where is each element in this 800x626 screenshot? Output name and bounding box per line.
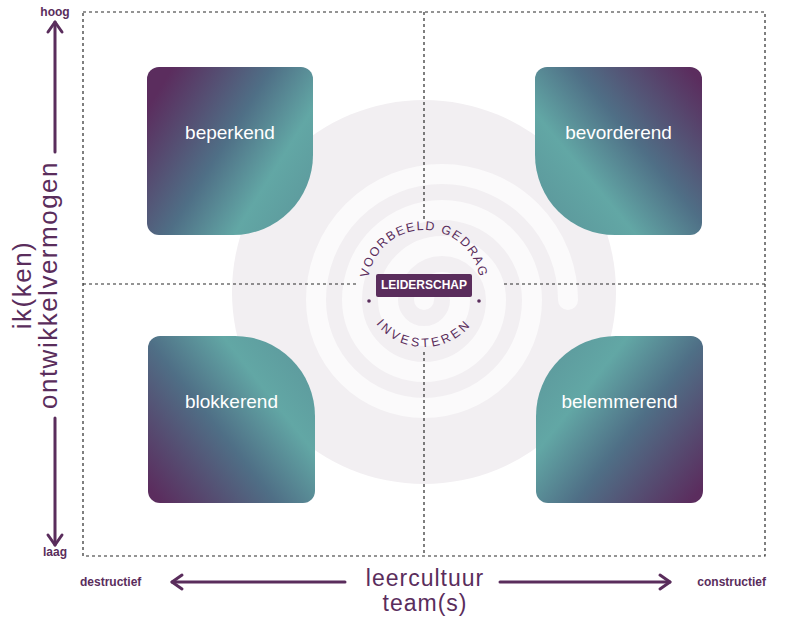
arrow-head: [48, 22, 62, 32]
quadrant-box: beperkend: [147, 67, 313, 235]
ring-dots: [367, 299, 481, 303]
ring-text-top: VOORBEELD GEDRAG: [358, 219, 491, 279]
box-outline: [535, 67, 702, 235]
quadrant-label: blokkerend: [148, 391, 315, 413]
box-shape: [536, 336, 703, 503]
quadrant-box: belemmerend: [536, 336, 703, 503]
ring-text: INVESTEREN: [374, 316, 474, 350]
box-shape: [147, 67, 313, 235]
axis-end-label: hoog: [33, 4, 77, 20]
box-outline: [147, 67, 313, 235]
quadrant-label: belemmerend: [536, 391, 703, 413]
axis-title: ik(ken) ontwikkelvermogen: [9, 155, 61, 415]
separator-dot: [477, 299, 481, 303]
grid-line: [423, 352, 424, 556]
grid-line: [504, 283, 765, 284]
grid-line: [423, 12, 424, 220]
box-shape: [148, 336, 315, 503]
axis-end-label: destructief: [80, 574, 172, 590]
arrow-head: [660, 575, 670, 589]
leadership-badge: LEIDERSCHAP: [376, 274, 472, 297]
quadrant-box: bevorderend: [535, 67, 702, 235]
watermark-spiral: [316, 174, 568, 408]
box-shape: [535, 67, 702, 235]
axis-line: [54, 418, 57, 545]
axis-title: leercultuur team(s): [350, 566, 500, 616]
box-outline: [148, 336, 315, 503]
quadrant-label: bevorderend: [535, 122, 702, 144]
arrow-head: [48, 535, 62, 545]
axis-end-label: constructief: [664, 574, 766, 590]
axis-end-label: laag: [33, 544, 77, 560]
axis-line: [54, 22, 57, 152]
ring-text: VOORBEELD GEDRAG: [358, 219, 491, 279]
arrow-head: [172, 575, 182, 589]
box-outline: [536, 336, 703, 503]
axis-line: [172, 581, 345, 584]
quadrant-grid: [83, 12, 765, 556]
grid-line: [83, 283, 358, 284]
quadrant-label: beperkend: [147, 122, 313, 144]
grid-frame: [83, 12, 765, 556]
separator-dot: [367, 299, 371, 303]
ring-text-bottom: INVESTEREN: [374, 316, 474, 350]
leadership-label: LEIDERSCHAP: [376, 274, 472, 297]
axis-line: [500, 581, 670, 584]
quadrant-box: blokkerend: [148, 336, 315, 503]
